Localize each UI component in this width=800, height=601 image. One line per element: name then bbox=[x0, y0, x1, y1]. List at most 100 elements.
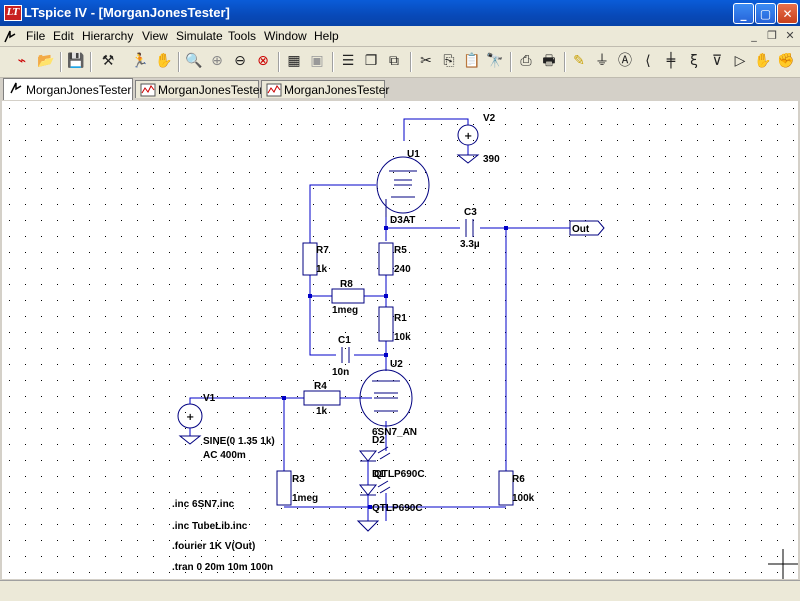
menu-tools[interactable]: Tools bbox=[228, 29, 257, 43]
u1-tube[interactable]: U1 D3AT bbox=[376, 149, 430, 226]
r5-value: 240 bbox=[394, 264, 411, 275]
close-button[interactable]: ✕ bbox=[777, 3, 798, 24]
schematic-canvas[interactable]: + V2 390 U1 D3AT C3 3.3µ Out R7 1k R5 24… bbox=[2, 101, 798, 579]
out-label: Out bbox=[572, 224, 590, 235]
copy-icon[interactable]: ⎘ bbox=[443, 53, 455, 69]
d2-label: D2 bbox=[372, 435, 385, 446]
mdi-close-button[interactable]: ✕ bbox=[785, 29, 795, 42]
drag-icon[interactable]: ✊ bbox=[777, 53, 795, 69]
tile-horizontal-icon[interactable]: ☰ bbox=[341, 53, 355, 69]
cut-icon[interactable]: ✂ bbox=[420, 53, 432, 69]
zoom-fit-grey-icon[interactable]: ▣ bbox=[310, 53, 324, 69]
d1-label: D1 bbox=[372, 469, 385, 480]
open-file-icon[interactable]: 📂 bbox=[37, 53, 55, 69]
v1-value-ac: AC 400m bbox=[203, 450, 246, 461]
tab-schematic[interactable]: MorganJonesTester bbox=[3, 78, 133, 100]
r8-value: 1meg bbox=[332, 305, 358, 316]
zoom-fit-icon[interactable]: ⊗ bbox=[257, 53, 269, 69]
menu-help[interactable]: Help bbox=[314, 29, 339, 43]
c3-capacitor[interactable]: C3 3.3µ bbox=[460, 207, 480, 250]
print-setup-icon[interactable]: ⎙ bbox=[520, 53, 532, 69]
paste-icon[interactable]: 📋 bbox=[463, 53, 481, 69]
zoom-pan-icon[interactable]: ⊕ bbox=[211, 53, 223, 69]
tab-label: MorganJonesTester bbox=[158, 83, 264, 97]
c1-capacitor[interactable]: C1 10n bbox=[332, 335, 351, 378]
menu-view[interactable]: View bbox=[142, 29, 168, 43]
r3-value: 1meg bbox=[292, 493, 318, 504]
diode-icon[interactable]: ⊽ bbox=[711, 53, 723, 69]
cascade-icon[interactable]: ❐ bbox=[364, 53, 378, 69]
toolbar: ⌁ 📂 💾 ⚒ 🏃 ✋ 🔍 ⊕ ⊖ ⊗ ▦ ▣ ☰ ❐ ⧉ ✂ ⎘ 📋 🔭 ⎙ … bbox=[0, 47, 800, 78]
component-icon[interactable]: ▷ bbox=[734, 53, 746, 69]
svg-text:+: + bbox=[464, 131, 472, 142]
run-icon[interactable]: 🏃 bbox=[131, 53, 149, 69]
directive-inc-tubelib[interactable]: .inc TubeLib.inc bbox=[172, 521, 248, 532]
d1-led[interactable]: D1 QTLP690C bbox=[358, 469, 423, 514]
tab-label: MorganJonesTester bbox=[284, 83, 390, 97]
directive-inc-6sn7[interactable]: .inc 6SN7.inc bbox=[172, 499, 235, 510]
label-net-icon[interactable]: Ⓐ bbox=[618, 53, 632, 69]
menu-edit[interactable]: Edit bbox=[53, 29, 74, 43]
r1-resistor[interactable]: R1 10k bbox=[378, 306, 411, 343]
open-schematic-icon[interactable]: ⌁ bbox=[17, 53, 27, 69]
crosshair-cursor-icon bbox=[768, 549, 798, 579]
inductor-icon[interactable]: ξ bbox=[690, 53, 698, 69]
capacitor-icon[interactable]: ╪ bbox=[666, 53, 676, 69]
find-icon[interactable]: 🔭 bbox=[486, 53, 504, 69]
v2-label: V2 bbox=[483, 113, 496, 124]
autorange-icon[interactable]: ▦ bbox=[287, 53, 301, 69]
zoom-out-icon[interactable]: ⊖ bbox=[234, 53, 246, 69]
schematic-tab-icon bbox=[10, 82, 22, 94]
junctions bbox=[282, 226, 508, 509]
draw-wire-icon[interactable]: ✎ bbox=[573, 53, 585, 69]
directive-fourier[interactable]: .fourier 1K V(Out) bbox=[172, 541, 255, 552]
ground-symbol[interactable] bbox=[356, 520, 380, 532]
out-net-label[interactable]: Out bbox=[569, 220, 605, 236]
c3-label: C3 bbox=[464, 207, 477, 218]
menu-simulate[interactable]: Simulate bbox=[176, 29, 223, 43]
halt-icon[interactable]: ✋ bbox=[155, 53, 173, 69]
mdi-restore-button[interactable]: ❐ bbox=[767, 29, 777, 42]
r5-resistor[interactable]: R5 240 bbox=[378, 242, 411, 276]
control-panel-icon[interactable]: ⚒ bbox=[101, 53, 115, 69]
v1-source[interactable]: + V1 SINE(0 1.35 1k) AC 400m bbox=[177, 393, 275, 461]
move-icon[interactable]: ✋ bbox=[754, 53, 772, 69]
r7-resistor[interactable]: R7 1k bbox=[302, 242, 329, 276]
r8-label: R8 bbox=[340, 279, 353, 290]
d2-led[interactable]: D2 QTLP690C bbox=[358, 435, 425, 485]
resistor-icon[interactable]: ⟨ bbox=[645, 53, 651, 69]
directive-tran[interactable]: .tran 0 20m 10m 100n bbox=[172, 562, 273, 573]
menu-window[interactable]: Window bbox=[264, 29, 307, 43]
d1-value: QTLP690C bbox=[372, 503, 423, 514]
schematic-drawing[interactable]: + V2 390 U1 D3AT C3 3.3µ Out R7 1k R5 24… bbox=[2, 101, 798, 579]
tile-vertical-icon[interactable]: ⧉ bbox=[389, 53, 399, 69]
mdi-minimize-button[interactable]: _ bbox=[751, 29, 757, 42]
r7-label: R7 bbox=[316, 245, 329, 256]
v1-value-sine: SINE(0 1.35 1k) bbox=[203, 436, 275, 447]
document-tabs: MorganJonesTester MorganJonesTester Morg… bbox=[0, 78, 800, 100]
tab-waveform-1[interactable]: MorganJonesTester bbox=[135, 80, 263, 98]
c1-value: 10n bbox=[332, 367, 349, 378]
r6-label: R6 bbox=[512, 474, 525, 485]
maximize-button[interactable]: ▢ bbox=[755, 3, 776, 24]
title-bar: LT LTspice IV - [MorganJonesTester] _ ▢ … bbox=[0, 0, 800, 26]
u2-tube[interactable]: U2 6SN7_AN bbox=[359, 359, 417, 438]
save-icon[interactable]: 💾 bbox=[67, 53, 85, 69]
tab-label: MorganJonesTester bbox=[26, 83, 132, 97]
minimize-button[interactable]: _ bbox=[733, 3, 754, 24]
r6-resistor[interactable]: R6 100k bbox=[498, 470, 535, 506]
menu-file[interactable]: File bbox=[26, 29, 46, 43]
menu-hierarchy[interactable]: Hierarchy bbox=[82, 29, 134, 43]
v1-label: V1 bbox=[203, 393, 216, 404]
r3-resistor[interactable]: R3 1meg bbox=[276, 470, 318, 506]
spice-directives[interactable]: .inc 6SN7.inc .inc TubeLib.inc .fourier … bbox=[172, 499, 273, 573]
ltspice-app-icon: LT bbox=[4, 5, 22, 21]
r4-resistor[interactable]: R4 1k bbox=[303, 381, 341, 417]
zoom-in-icon[interactable]: 🔍 bbox=[185, 53, 203, 69]
r7-value: 1k bbox=[316, 264, 328, 275]
ground-icon[interactable]: ⏚ bbox=[595, 53, 609, 69]
print-icon[interactable]: 🖶 bbox=[542, 53, 556, 69]
tab-waveform-2[interactable]: MorganJonesTester bbox=[261, 80, 389, 98]
v2-source[interactable]: + V2 390 bbox=[456, 113, 500, 165]
r8-resistor[interactable]: R8 1meg bbox=[331, 279, 365, 316]
